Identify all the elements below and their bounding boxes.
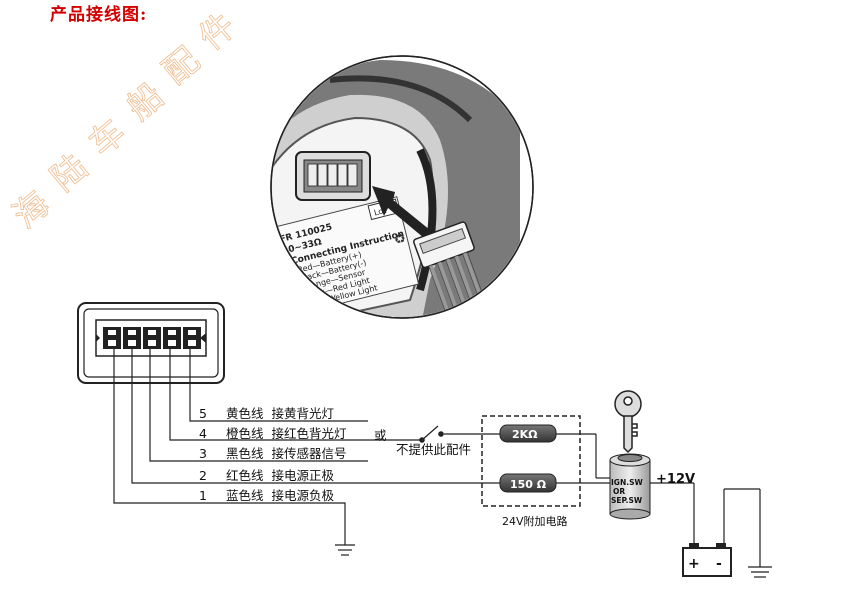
wire-description: 橙色线 接红色背光灯 — [226, 426, 346, 441]
watermark: 海 陆 车 船 配 件 — [5, 5, 244, 236]
ignition-switch: IGN.SW OR SEP.SW — [609, 453, 651, 520]
key-icon — [614, 390, 642, 454]
switch-contact — [419, 437, 425, 443]
wire-description: 黄色线 接黄背光灯 — [226, 406, 334, 421]
recycle-icon: ♻ — [393, 231, 408, 248]
wire-description: 黑色线 接传感器信号 — [226, 446, 346, 461]
gauge-back-closeup: FR 110025 0~33Ω Connecting Instruction R… — [270, 55, 534, 319]
page-title: 产品接线图: — [50, 5, 148, 25]
resistor-2k: 2KΩ — [499, 424, 557, 443]
wire-number: 3 — [199, 446, 207, 461]
switch-contact — [438, 431, 444, 437]
battery-plus: + — [688, 556, 700, 572]
watermark-char: 车 — [82, 112, 134, 164]
connector-diagram — [77, 302, 225, 384]
circuit-24v-box — [481, 415, 581, 507]
circuit-24v-label: 24V附加电路 — [502, 514, 568, 528]
watermark-char: 陆 — [44, 147, 96, 199]
not-provided-label: 不提供此配件 — [396, 442, 471, 457]
wire-number: 1 — [199, 488, 207, 503]
wire-description: 红色线 接电源正极 — [226, 468, 334, 483]
watermark-char: 船 — [120, 76, 172, 128]
wire-lines — [113, 346, 772, 578]
gauge-lot-badge: Lot — [373, 206, 387, 218]
wire-number: 5 — [199, 406, 207, 421]
switch-label: OR — [613, 487, 625, 496]
watermark-char: 配 — [156, 40, 208, 92]
resistor-2k-label: 2KΩ — [512, 428, 538, 441]
switch-label: SEP.SW — [611, 496, 643, 505]
watermark-char: 件 — [192, 6, 244, 58]
switch-label: IGN.SW — [611, 478, 643, 487]
or-label: 或 — [374, 428, 387, 443]
resistor-150: 150 Ω — [499, 473, 557, 493]
watermark-char: 海 — [6, 184, 58, 236]
wire-number: 4 — [199, 426, 207, 441]
wire-description: 蓝色线 接电源负极 — [226, 488, 334, 503]
battery-icon: + - — [682, 543, 732, 577]
battery-minus: - — [716, 556, 722, 572]
voltage-label: +12V — [656, 472, 695, 487]
wire-number: 2 — [199, 468, 207, 483]
resistor-150-label: 150 Ω — [510, 478, 547, 491]
wire-labels: 5 黄色线 接黄背光灯 4 橙色线 接红色背光灯 3 黑色线 接传感器信号 2 … — [199, 406, 346, 503]
